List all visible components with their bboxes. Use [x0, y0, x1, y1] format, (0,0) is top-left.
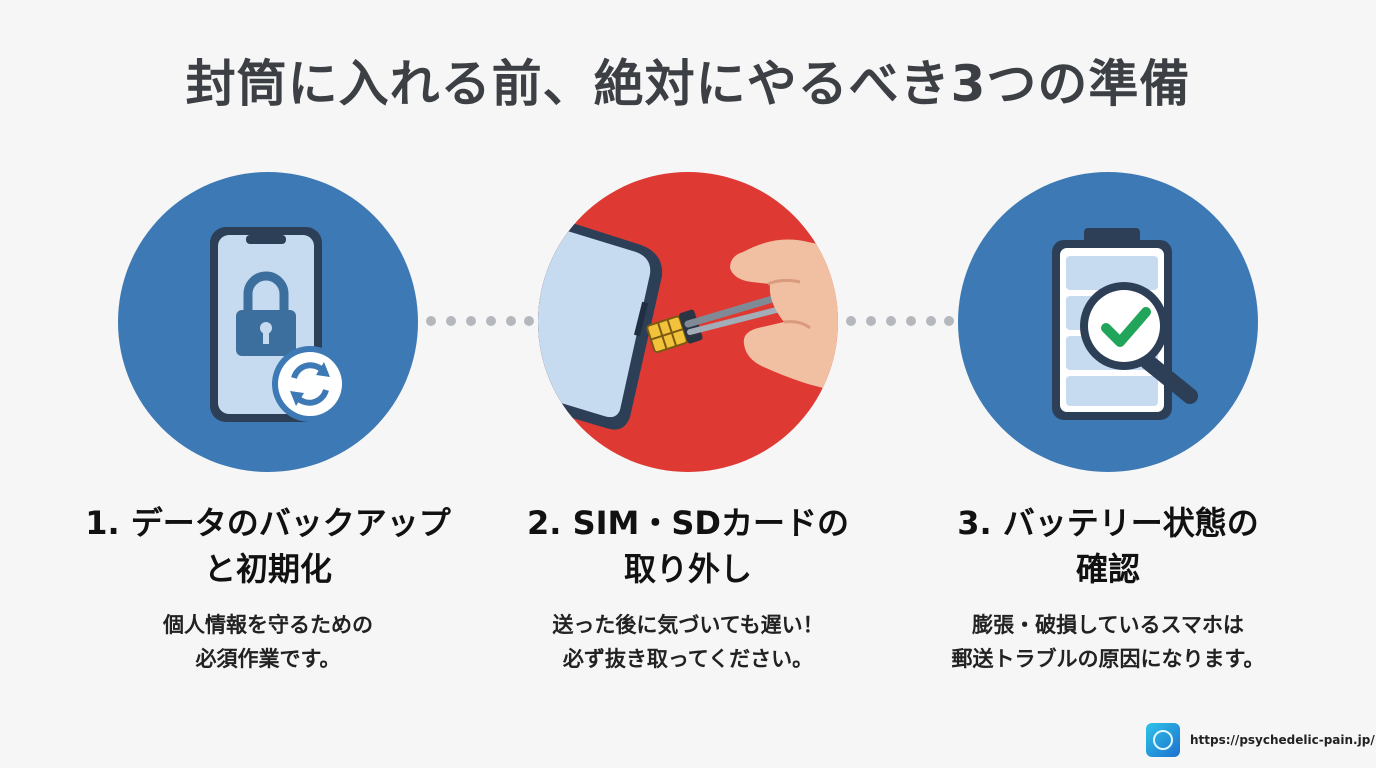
step-2-description: 送った後に気づいても遅い！ 必ず抜き取ってください。	[478, 608, 898, 676]
step-2-illustration	[538, 172, 838, 472]
connector-dot	[886, 316, 896, 326]
step-1-title-line-1: 1. データのバックアップ	[85, 504, 451, 542]
footer: https://psychedelic-pain.jp/	[1146, 722, 1375, 758]
connector-dot	[426, 316, 436, 326]
step-2-desc-line-2: 必ず抜き取ってください。	[562, 647, 814, 671]
connector-dots-2	[846, 316, 954, 326]
battery-magnifier-check-icon	[1052, 228, 1198, 420]
footer-url[interactable]: https://psychedelic-pain.jp/	[1190, 733, 1375, 747]
page-title: 封筒に入れる前、絶対にやるべき3つの準備	[185, 55, 1191, 113]
step-1-desc-line-1: 個人情報を守るための	[163, 613, 373, 637]
step-3-title: 3. バッテリー状態の 確認	[898, 500, 1318, 592]
step-3-title-line-2: 確認	[1075, 550, 1140, 588]
connector-dot	[524, 316, 534, 326]
connector-dot	[944, 316, 954, 326]
step-2-title: 2. SIM・SDカードの 取り外し	[478, 500, 898, 592]
step-3-desc-line-2: 郵送トラブルの原因になります。	[951, 647, 1265, 671]
step-1-desc-line-2: 必須作業です。	[195, 647, 341, 671]
connector-dot	[486, 316, 496, 326]
phone-lock-sync-icon	[210, 227, 348, 422]
step-3-illustration	[958, 172, 1258, 472]
connector-dots-1	[426, 316, 534, 326]
connector-dot	[926, 316, 936, 326]
step-3-desc-line-1: 膨張・破損しているスマホは	[972, 613, 1244, 637]
step-2-desc-line-1: 送った後に気づいても遅い！	[552, 613, 824, 637]
sim-tweezers-icon	[538, 212, 838, 430]
connector-dot	[846, 316, 856, 326]
step-3-description: 膨張・破損しているスマホは 郵送トラブルの原因になります。	[898, 608, 1318, 676]
step-1-illustration	[118, 172, 418, 472]
step-2-title-line-2: 取り外し	[623, 550, 752, 588]
connector-dot	[866, 316, 876, 326]
step-1-description: 個人情報を守るための 必須作業です。	[58, 608, 478, 676]
step-1-title-line-2: と初期化	[203, 550, 332, 588]
site-logo-icon	[1146, 723, 1180, 757]
step-1-title: 1. データのバックアップ と初期化	[58, 500, 478, 592]
connector-dot	[906, 316, 916, 326]
connector-dot	[466, 316, 476, 326]
connector-dot	[446, 316, 456, 326]
connector-dot	[506, 316, 516, 326]
step-3-title-line-1: 3. バッテリー状態の	[957, 504, 1259, 542]
logo-emblem-icon	[1153, 730, 1173, 750]
step-2-title-line-1: 2. SIM・SDカードの	[527, 504, 849, 542]
